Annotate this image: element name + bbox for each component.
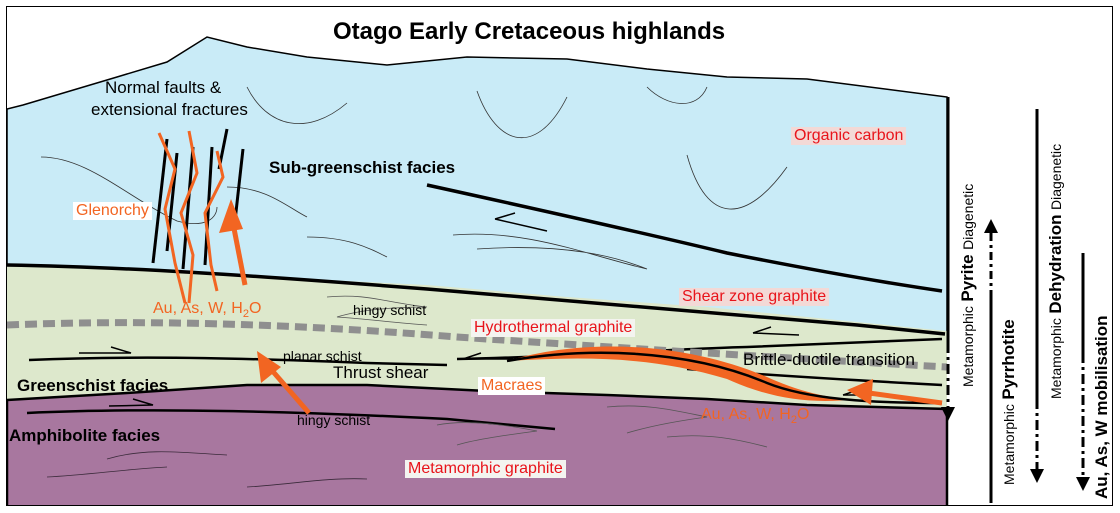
sub-greenschist-label: Sub-greenschist facies	[269, 159, 455, 176]
metamorphic-graphite-label: Metamorphic graphite	[405, 460, 566, 478]
pyrrhotite-column-label: Metamorphic Pyrrhotite	[1000, 319, 1018, 485]
hingy-schist-lower-label: hingy schist	[297, 413, 370, 427]
hydrothermal-graphite-label: Hydrothermal graphite	[471, 319, 635, 337]
normal-faults-label-line1: Normal faults &	[105, 79, 221, 96]
dehydration-column-label: Metamorphic Dehydration Diagenetic	[1047, 144, 1065, 399]
diagram-title: Otago Early Cretaceous highlands	[333, 20, 725, 44]
glenorchy-label: Glenorchy	[73, 202, 152, 220]
shear-zone-graphite-label: Shear zone graphite	[679, 288, 829, 306]
hingy-schist-upper-label: hingy schist	[353, 303, 426, 317]
thrust-shear-label: Thrust shear	[333, 364, 428, 381]
mobilisation-scale-bar	[1076, 253, 1090, 491]
diagram-frame: Otago Early Cretaceous highlands Normal …	[6, 6, 1113, 506]
brittle-ductile-transition-label: Brittle-ductile transition	[743, 351, 915, 368]
pyrrhotite-scale-bar	[984, 219, 998, 503]
normal-faults-label-line2: extensional fractures	[91, 101, 248, 118]
amphibolite-label: Amphibolite facies	[9, 427, 160, 444]
pyrite-column-label: Metamorphic Pyrite Diagenetic	[959, 184, 977, 387]
macraes-label: Macraes	[478, 377, 545, 395]
dehydration-scale-bar	[1030, 109, 1044, 483]
fluids-label-lower: Au, As, W, H2O	[701, 407, 809, 426]
planar-schist-label: planar schist	[283, 349, 362, 363]
organic-carbon-label: Organic carbon	[791, 127, 906, 145]
greenschist-label: Greenschist facies	[17, 377, 168, 394]
mobilisation-column-label: Au, As, W mobilisation	[1093, 315, 1111, 499]
fluids-label-upper: Au, As, W, H2O	[153, 301, 261, 320]
